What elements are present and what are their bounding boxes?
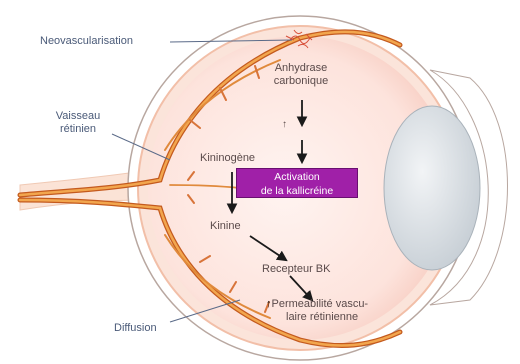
- label-permeabilite-line2: laire rétinienne: [266, 311, 368, 324]
- lens: [384, 106, 480, 270]
- label-kininogene: Kininogène: [200, 152, 255, 165]
- label-vaisseau-line2: rétinien: [48, 123, 108, 136]
- label-permeabilite-line1: Permeabilité vascu-: [272, 298, 369, 310]
- label-vaisseau-retinien: Vaisseau rétinien: [48, 110, 108, 136]
- label-permeabilite: ↑Permeabilité vascu- laire rétinienne: [266, 298, 368, 324]
- label-activation-line2: de la kallicréine: [237, 185, 357, 197]
- label-anhydrase-line1: Anhydrase: [256, 62, 346, 75]
- label-permeabilite-row1: ↑Permeabilité vascu-: [266, 298, 368, 311]
- activation-kallicreine-box: Activation de la kallicréine: [236, 168, 358, 198]
- label-neovascularisation: Neovascularisation: [40, 35, 133, 48]
- label-anhydrase-line2: carbonique: [256, 75, 346, 88]
- label-recepteur-bk: Recepteur BK: [262, 263, 330, 276]
- label-diffusion: Diffusion: [114, 322, 157, 335]
- label-activation-line1: Activation: [237, 171, 357, 183]
- label-kinine: Kinine: [210, 220, 241, 233]
- label-anhydrase-carbonique: Anhydrase carbonique: [256, 62, 346, 88]
- small-up-arrow: ↑: [282, 118, 287, 131]
- label-vaisseau-line1: Vaisseau: [48, 110, 108, 123]
